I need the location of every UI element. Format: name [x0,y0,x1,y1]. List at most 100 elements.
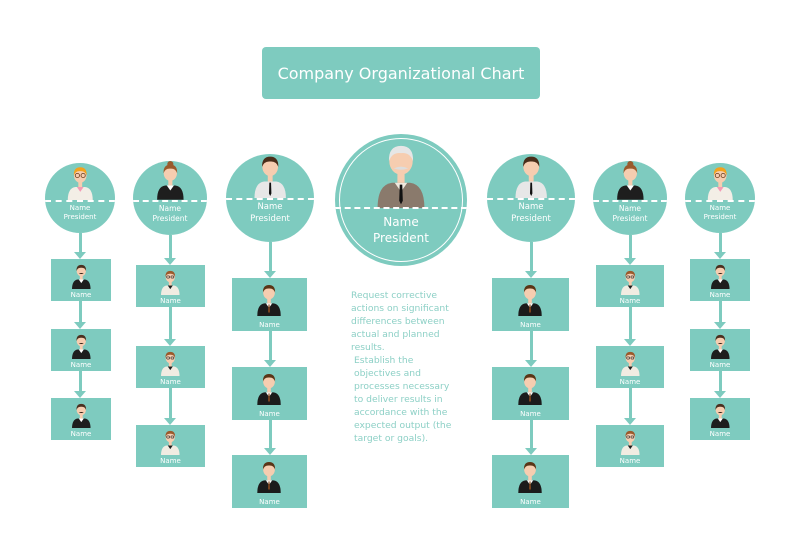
arrow-icon [74,322,86,329]
member-node: Name [690,329,750,371]
head-name: Name [257,202,283,213]
connector-line [529,420,533,449]
connector-line [529,331,533,361]
connector-line [268,331,272,361]
member-node: Name [51,398,111,440]
circle-ring [339,138,463,262]
connector-line [718,301,722,323]
head-name: Name [69,204,91,212]
arrow-icon [525,360,537,367]
arrow-icon [624,258,636,265]
connector-line [628,307,632,340]
head-label: Name President [133,204,207,224]
president-role: President [373,231,429,246]
member-avatar-icon [512,457,548,494]
department-head-node: Name President [45,163,115,233]
member-avatar-icon [67,261,96,290]
member-name: Name [619,457,641,465]
head-role: President [703,213,737,222]
member-name: Name [520,498,541,506]
arrow-icon [624,418,636,425]
member-node: Name [492,367,569,420]
connector-line [529,242,533,272]
member-avatar-icon [706,261,735,290]
head-avatar-icon [61,163,100,200]
head-avatar-icon [610,161,651,200]
member-node: Name [51,259,111,301]
dashed-divider [133,200,207,202]
arrow-icon [74,252,86,259]
arrow-icon [264,448,276,455]
dashed-divider [593,200,667,202]
arrow-icon [525,271,537,278]
head-avatar-icon [507,154,555,199]
description: Request corrective actions on significan… [351,289,461,445]
member-name: Name [70,430,92,438]
department-head-node: Name President [487,154,575,242]
member-node: Name [136,265,205,307]
member-avatar-icon [706,400,735,429]
head-label: Name President [45,204,115,223]
member-node: Name [690,259,750,301]
member-name: Name [709,361,731,369]
member-node: Name [596,346,664,388]
head-role: President [63,213,97,222]
connector-line [718,233,722,253]
head-label: Name President [685,204,755,223]
head-avatar-icon [701,163,740,200]
head-name: Name [618,204,642,213]
member-avatar-icon [67,331,96,360]
president-label: Name President [335,214,467,246]
president-node: Name President [335,134,467,266]
connector-line [168,388,172,419]
member-avatar-icon [156,348,185,377]
president-name: Name [383,215,419,229]
arrow-icon [714,252,726,259]
head-label: Name President [226,202,314,225]
member-name: Name [520,321,541,329]
connector-line [268,420,272,449]
member-node: Name [492,455,569,508]
member-node: Name [51,329,111,371]
member-avatar-icon [512,280,548,317]
member-name: Name [70,291,92,299]
head-name: Name [158,204,182,213]
member-avatar-icon [616,348,645,377]
member-name: Name [259,321,280,329]
member-name: Name [709,430,731,438]
arrow-icon [714,322,726,329]
member-name: Name [520,410,541,418]
head-label: Name President [487,202,575,225]
member-avatar-icon [156,267,185,296]
connector-line [268,242,272,272]
head-role: President [511,213,551,224]
arrow-icon [624,339,636,346]
member-avatar-icon [251,457,287,494]
member-node: Name [690,398,750,440]
arrow-icon [525,448,537,455]
arrow-icon [714,391,726,398]
arrow-icon [264,360,276,367]
description-paragraph: Request corrective actions on significan… [351,290,449,353]
dashed-divider [45,200,115,202]
member-avatar-icon [156,427,185,456]
chart-title: Company Organizational Chart [262,47,540,99]
dashed-divider [335,207,467,209]
connector-line [168,307,172,340]
head-role: President [250,213,290,224]
member-name: Name [160,378,181,386]
connector-line [168,235,172,259]
description-paragraph: Establish the objectives and processes n… [354,355,452,444]
member-avatar-icon [616,427,645,456]
head-name: Name [709,204,731,212]
member-node: Name [596,425,664,467]
head-role: President [152,214,188,224]
connector-line [78,371,82,392]
head-label: Name President [593,204,667,224]
department-head-node: Name President [685,163,755,233]
dashed-divider [226,198,314,201]
head-avatar-icon [246,154,294,199]
connector-line [628,388,632,419]
member-node: Name [232,367,307,420]
